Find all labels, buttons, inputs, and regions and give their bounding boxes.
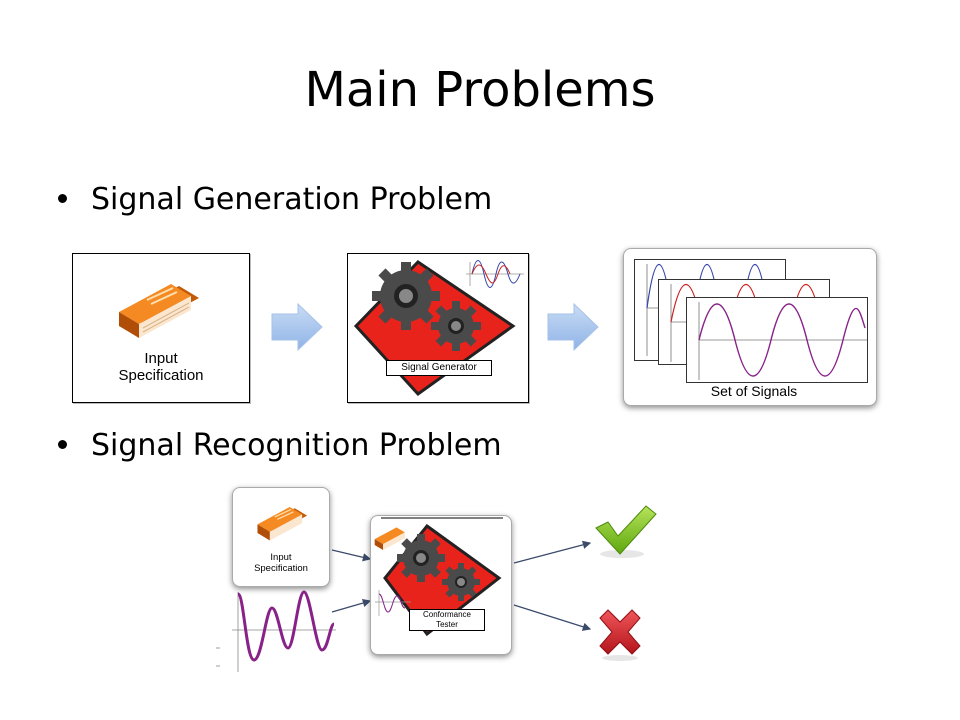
input-specification-box: Input Specification [72, 253, 250, 403]
cross-mark-icon [599, 609, 641, 661]
right-arrow-icon [547, 302, 599, 352]
conformance-tester-box: Conformance Tester [370, 515, 512, 655]
signal-plot-purple [686, 297, 868, 383]
gears-icon [353, 260, 524, 396]
input-signal-waveform [216, 590, 336, 672]
input-arrows [331, 549, 372, 613]
tester-label: Conformance Tester [409, 609, 485, 631]
output-arrows [513, 540, 592, 631]
output-label: Set of Signals [710, 383, 798, 399]
slide-title: Main Problems [304, 62, 656, 118]
bullet-signal-recognition: Signal Recognition Problem [58, 426, 502, 466]
tester-label-line1: Conformance [422, 610, 472, 619]
check-mark-icon [595, 505, 657, 558]
bullet-text: Signal Recognition Problem [91, 428, 502, 463]
input-label-line1: Input [144, 350, 178, 367]
tester-label-line2: Tester [436, 620, 458, 629]
input-label-line2: Specification [118, 367, 204, 384]
sine-wave-icon [698, 302, 867, 380]
signal-generator-box: Signal Generator [347, 253, 529, 403]
bullet-dot [58, 194, 67, 203]
recognition-input-label-line2: Specification [254, 563, 308, 574]
recognition-input-label-line1: Input [270, 552, 292, 563]
recognition-input-specification-box: Input Specification [232, 487, 330, 587]
bullet-signal-generation: Signal Generation Problem [58, 180, 492, 220]
bullet-dot [58, 440, 67, 449]
gears-icon [374, 517, 503, 637]
book-icon [257, 506, 308, 541]
bullet-text: Signal Generation Problem [91, 182, 493, 217]
right-arrow-icon [271, 302, 323, 352]
set-of-signals-box: Set of Signals [623, 248, 877, 406]
generator-label: Signal Generator [386, 360, 492, 376]
book-icon [119, 284, 199, 338]
